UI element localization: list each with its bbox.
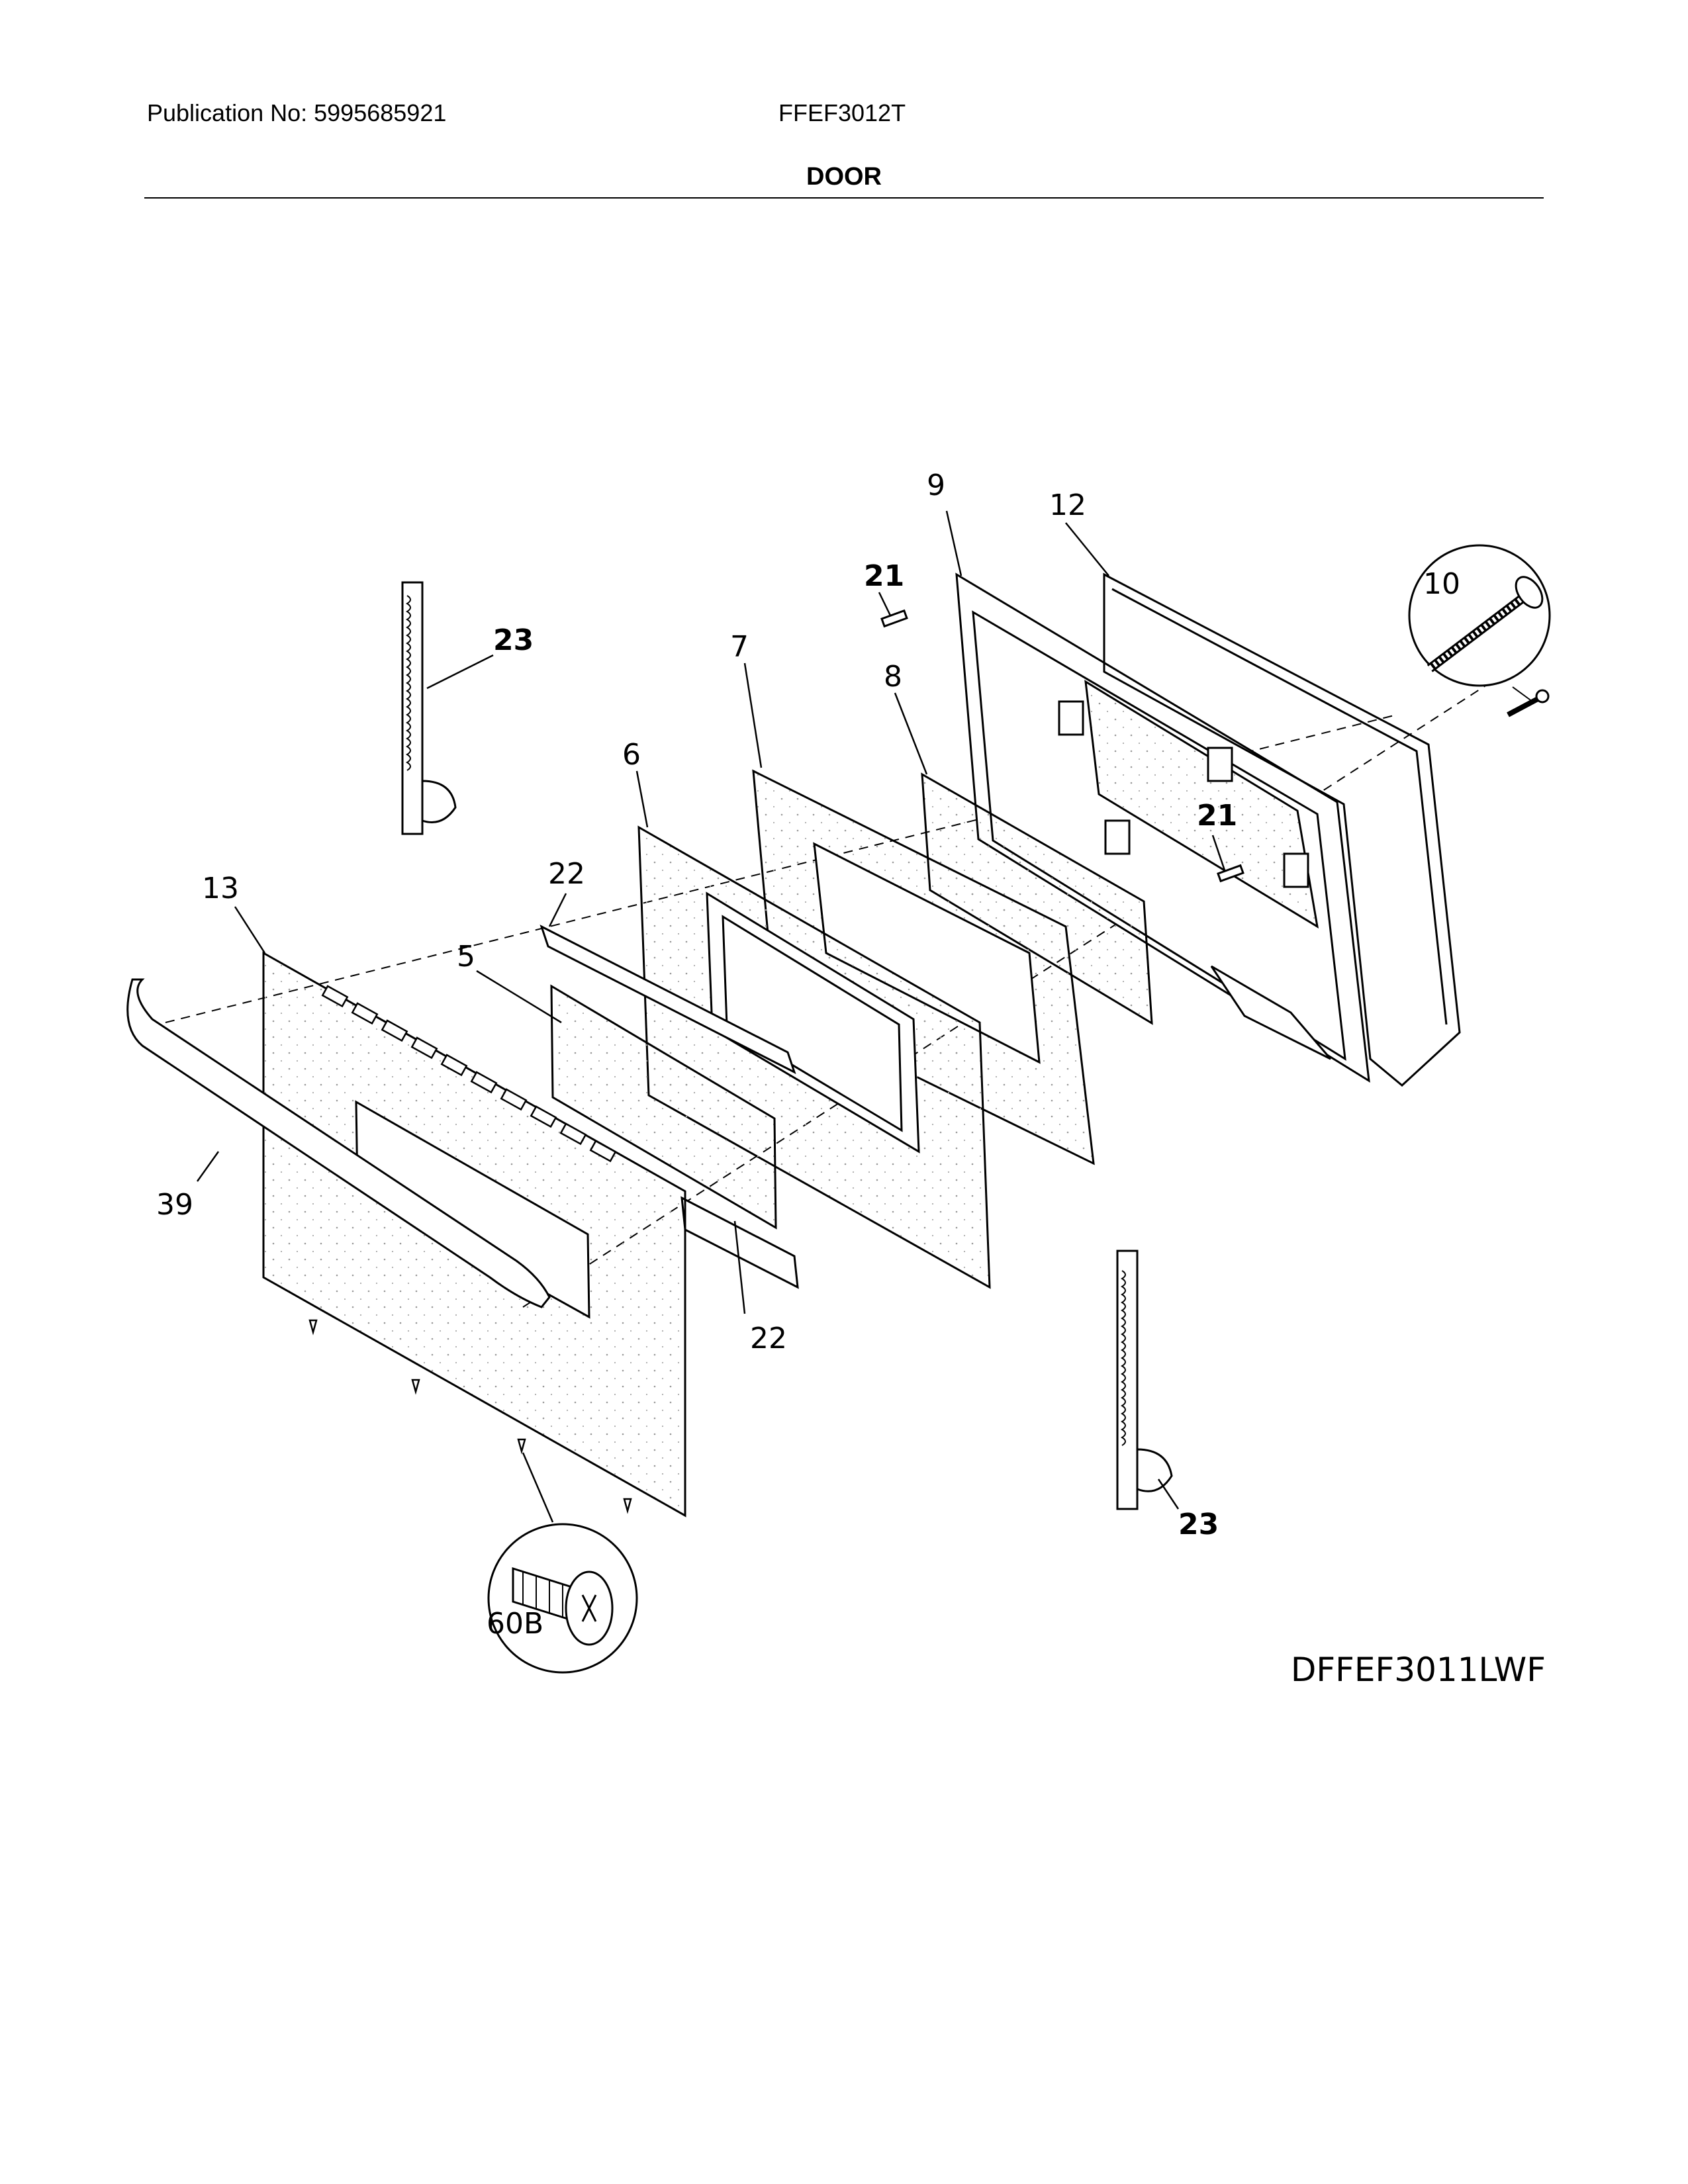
section-title: DOOR: [806, 163, 882, 191]
callout-7: 7: [730, 630, 749, 664]
callout-23-top: 23: [493, 623, 534, 657]
inner-glass: [921, 772, 1153, 1025]
callout-23-bottom: 23: [1178, 1508, 1219, 1541]
publication-number: Publication No: 5995685921: [147, 99, 447, 126]
callout-9: 9: [927, 469, 945, 502]
rail-top: [539, 924, 796, 1075]
callout-labels: 9 12 10 21 21 23 23 7 8 6 22 22 13 5 39 …: [156, 469, 1460, 1641]
callout-6: 6: [622, 738, 641, 772]
diagram-code: DFFEF3011LWF: [1291, 1651, 1546, 1689]
callout-21-top: 21: [864, 559, 904, 593]
callout-8: 8: [884, 660, 902, 694]
screw-detail-icon: [487, 1523, 638, 1674]
door-handle: [126, 978, 551, 1308]
header-rule: [144, 197, 1544, 199]
callout-22-bottom: 22: [750, 1322, 787, 1355]
inner-door-panel: [955, 572, 1370, 1083]
bolt-detail-icon: [1408, 544, 1551, 717]
callout-21-mid: 21: [1197, 799, 1237, 833]
hinge-bottom: [1116, 1250, 1173, 1510]
callout-12: 12: [1049, 488, 1086, 522]
door-gasket: [1103, 572, 1461, 1087]
hinge-top: [401, 581, 457, 835]
model-number: FFEF3012T: [778, 99, 906, 126]
callout-39: 39: [156, 1188, 193, 1222]
callout-22-top: 22: [548, 857, 585, 891]
door-frame: [637, 825, 991, 1289]
callout-13: 13: [202, 872, 239, 905]
screw-icons: [308, 1319, 632, 1514]
clip-icons: [880, 609, 1244, 883]
leader-lines: [196, 510, 1226, 1523]
outer-glass: [550, 984, 777, 1230]
callout-10: 10: [1423, 567, 1460, 601]
callout-60b: 60B: [487, 1607, 543, 1641]
callout-5: 5: [457, 940, 475, 974]
